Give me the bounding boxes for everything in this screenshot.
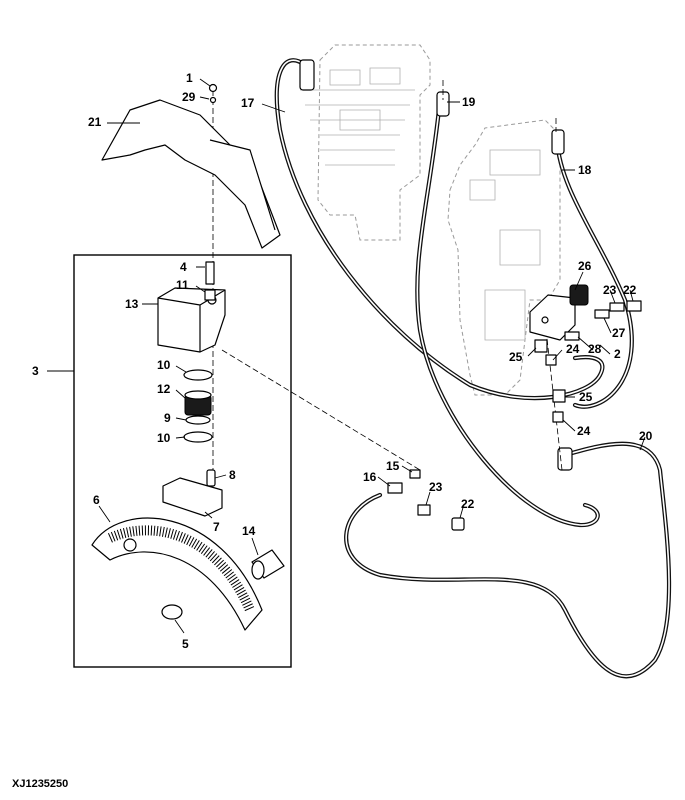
callout-17: 17 bbox=[241, 96, 255, 110]
callout-16: 16 bbox=[363, 470, 377, 484]
hose-19 bbox=[415, 91, 600, 528]
callout-21: 21 bbox=[88, 115, 102, 129]
callout-14: 14 bbox=[242, 524, 256, 538]
tee-16 bbox=[387, 482, 403, 494]
screw-4 bbox=[205, 261, 215, 285]
callout-20: 20 bbox=[639, 429, 653, 443]
brake-shoe-6 bbox=[91, 517, 263, 631]
callout-10-upper: 10 bbox=[157, 358, 171, 372]
callout-19: 19 bbox=[462, 95, 476, 109]
seal-12 bbox=[184, 390, 212, 416]
hose-20 bbox=[344, 441, 672, 679]
callout-27: 27 bbox=[612, 326, 626, 340]
callout-9: 9 bbox=[164, 411, 171, 425]
figure-id: XJ1235250 bbox=[12, 778, 69, 790]
callout-5: 5 bbox=[182, 637, 189, 651]
callout-1: 1 bbox=[186, 71, 193, 85]
callout-6: 6 bbox=[93, 493, 100, 507]
callout-28: 28 bbox=[588, 342, 602, 356]
pin-8 bbox=[206, 469, 216, 487]
callout-3: 3 bbox=[32, 364, 39, 378]
callout-18: 18 bbox=[578, 163, 592, 177]
callout-10-lower: 10 bbox=[157, 431, 171, 445]
bushing-14 bbox=[251, 549, 285, 580]
fitting-28 bbox=[564, 331, 580, 341]
ghost-valve-housing bbox=[300, 44, 431, 241]
callout-26: 26 bbox=[578, 259, 592, 273]
ghost-valve-frame bbox=[447, 119, 561, 396]
callout-24-lower: 24 bbox=[577, 424, 591, 438]
fitting-15 bbox=[409, 469, 421, 479]
fitting-25-lower bbox=[552, 389, 566, 403]
axis-diagonal bbox=[221, 349, 421, 471]
block-13 bbox=[157, 287, 226, 353]
callout-22-lower: 22 bbox=[461, 497, 475, 511]
callout-22-upper: 22 bbox=[623, 283, 637, 297]
valve-26 bbox=[529, 284, 589, 341]
callout-4: 4 bbox=[180, 260, 187, 274]
oring-5 bbox=[161, 604, 183, 620]
callout-8: 8 bbox=[229, 468, 236, 482]
plate-7 bbox=[162, 477, 223, 517]
bolt-1 bbox=[208, 83, 218, 104]
callouts: 1 29 21 17 19 18 4 11 13 3 10 12 9 10 8 … bbox=[32, 71, 653, 651]
fitting-27 bbox=[594, 309, 610, 319]
fitting-24-upper bbox=[545, 354, 557, 366]
hose-18 bbox=[551, 129, 634, 409]
fitting-22-lower bbox=[451, 517, 465, 531]
fitting-24-lower bbox=[552, 411, 564, 423]
callout-24-upper: 24 bbox=[566, 342, 580, 356]
callout-12: 12 bbox=[157, 382, 171, 396]
callout-25-upper: 25 bbox=[509, 350, 523, 364]
callout-7: 7 bbox=[213, 520, 220, 534]
callout-15: 15 bbox=[386, 459, 400, 473]
spacer-11 bbox=[204, 289, 216, 301]
assembly-frame-3 bbox=[73, 254, 292, 668]
callout-2: 2 bbox=[614, 347, 621, 361]
fitting-25-upper bbox=[534, 339, 548, 353]
callout-25-lower: 25 bbox=[579, 390, 593, 404]
leader-lines bbox=[47, 78, 646, 634]
callout-29: 29 bbox=[182, 90, 196, 104]
fitting-22-upper bbox=[626, 300, 642, 312]
hose-17 bbox=[274, 58, 605, 401]
seal-10-lower bbox=[183, 431, 213, 443]
guard-21 bbox=[101, 99, 281, 249]
axis-right bbox=[545, 329, 563, 471]
callout-23-lower: 23 bbox=[429, 480, 443, 494]
callout-23-upper: 23 bbox=[603, 283, 617, 297]
fitting-23-lower bbox=[417, 504, 431, 516]
seal-10-upper bbox=[183, 369, 213, 381]
callout-13: 13 bbox=[125, 297, 139, 311]
seal-9 bbox=[185, 415, 211, 425]
callout-11: 11 bbox=[176, 278, 189, 292]
fitting-23-upper bbox=[609, 302, 625, 312]
